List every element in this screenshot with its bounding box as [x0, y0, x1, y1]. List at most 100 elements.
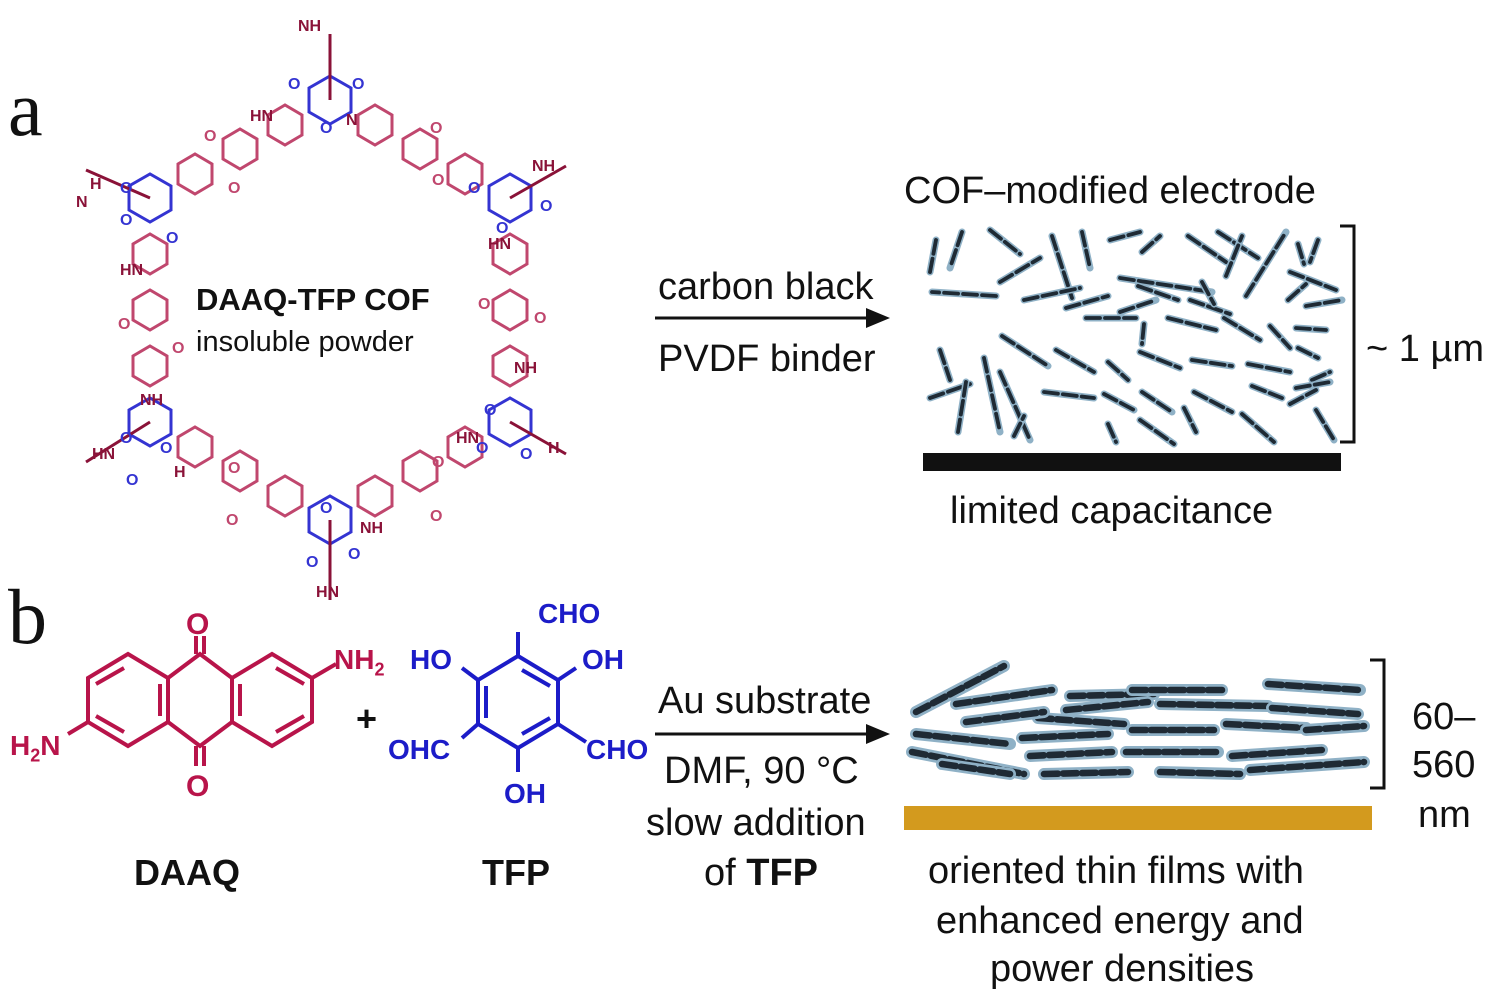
crystallite-a-17-core: [1064, 294, 1110, 310]
hex-atom-label-13: H: [548, 440, 560, 457]
tfp-node-6: [127, 172, 173, 224]
crystallite-b-22-core: [1156, 768, 1244, 778]
hex-atom-label-16: HN: [316, 584, 340, 601]
crystallite-a-41-core: [998, 370, 1032, 442]
au-substrate: [904, 806, 1372, 830]
daaq-linker-5-ring-3: [131, 232, 169, 276]
panel-b-letter: b: [8, 573, 47, 660]
crystallite-a-49-core: [1012, 414, 1026, 438]
tfp-cho-top: CHO: [538, 598, 601, 629]
crystallite-a-36-core: [1246, 362, 1292, 374]
daaq-linker-5-ring-1: [131, 344, 169, 388]
crystallite-a-22-core: [1286, 282, 1308, 302]
daaq-o-top: O: [186, 608, 210, 641]
daaq-linker-2-ring-1: [491, 232, 529, 276]
hex-atom-label-11: HN: [456, 430, 480, 447]
crystallite-a-31-core: [1000, 334, 1050, 368]
crystallite-a-44-core: [1102, 392, 1136, 412]
crystallite-b-21-core: [1040, 768, 1132, 778]
crystallite-a-33-core: [1106, 360, 1130, 382]
crystallite-a-52-core: [1182, 406, 1198, 434]
hex-atom-label-27: O: [520, 446, 533, 463]
hex-atom-label-7: HN: [120, 262, 144, 279]
crystallite-a-45-core: [1140, 390, 1174, 414]
crystallite-a-15-core: [1308, 238, 1320, 264]
crystallite-a-48-core: [1294, 380, 1332, 390]
hex-atom-label-37: O: [430, 120, 443, 137]
hex-atom-label-40: O: [534, 310, 547, 327]
cof-title: DAAQ-TFP COF: [196, 282, 430, 317]
crystallite-a-10-core: [1186, 234, 1228, 264]
crystallite-b-5-core: [1264, 680, 1364, 694]
crystallite-a-26-core: [1166, 316, 1218, 332]
crystallite-a-30-core: [938, 348, 952, 382]
daaq-linker-6-ring-1: [176, 152, 214, 196]
tfp-ohc-left: OHC: [388, 734, 451, 765]
crystallite-b-14-core: [1222, 720, 1310, 732]
crystallite-a-2-core: [948, 230, 964, 270]
hex-atom-label-17: O: [288, 76, 301, 93]
hex-atom-label-15: NH: [360, 520, 384, 537]
film-caption-1: oriented thin films with: [928, 850, 1304, 892]
hex-atom-label-36: O: [228, 180, 241, 197]
crystallite-a-6-core: [1050, 234, 1074, 300]
hex-atom-label-1: NH: [298, 18, 322, 35]
daaq-linker-2-ring-2: [491, 288, 529, 332]
crystallite-a-18-core: [1118, 276, 1214, 294]
thickness-b-label-1: 60–: [1412, 696, 1476, 738]
hex-atom-label-6: N: [76, 194, 88, 211]
hex-atom-label-2: HN: [250, 108, 274, 125]
daaq-linker-6-ring-2: [221, 127, 259, 171]
hex-atom-label-34: O: [320, 500, 333, 517]
thickness-b-label-3: nm: [1418, 794, 1471, 836]
crystallite-a-34-core: [1138, 350, 1182, 370]
crystallite-a-13-core: [1244, 230, 1288, 298]
crystallite-a-8-core: [1108, 230, 1142, 242]
crystallite-a-19-core: [1136, 284, 1180, 302]
arrow-b-top-label: Au substrate: [658, 680, 872, 722]
tfp-node-3: [487, 396, 533, 448]
tfp-name: TFP: [482, 852, 550, 893]
film-caption-3: power densities: [990, 948, 1255, 990]
hex-atom-label-28: O: [476, 440, 489, 457]
crystallite-a-3-core: [988, 228, 1022, 256]
crystallite-a-9-core: [1140, 234, 1162, 254]
crystallite-a-55-core: [1288, 388, 1318, 406]
crystallite-a-43-core: [1042, 390, 1096, 400]
crystallite-a-57-core: [1140, 322, 1146, 346]
terminal-stub-2: [509, 164, 567, 200]
crystallite-a-20-core: [1188, 298, 1232, 316]
crystallite-a-1-core: [928, 238, 938, 274]
hex-atom-label-23: O: [120, 180, 133, 197]
tfp-ho-left: HO: [410, 644, 452, 675]
crystallite-a-4-core: [998, 256, 1042, 284]
electrode-a-caption: limited capacitance: [950, 490, 1274, 532]
daaq-o-bottom: O: [186, 770, 210, 803]
crystallite-a-56-core: [1200, 280, 1216, 306]
crystallite-b-9-core: [1268, 704, 1362, 718]
daaq-linker-1-ring-1: [356, 103, 394, 147]
hex-atom-label-38: O: [432, 172, 445, 189]
hex-atom-label-18: O: [352, 76, 365, 93]
crystallite-b-1-core: [912, 662, 1008, 716]
crystallite-b-12-core: [1018, 730, 1112, 742]
film-caption-2: enhanced energy and: [936, 900, 1304, 942]
hex-atom-label-12: HN: [92, 446, 116, 463]
hex-atom-label-39: O: [478, 296, 491, 313]
crystallite-b-10-core: [912, 730, 1014, 748]
arrow-b-bottom-label-2: slow addition: [646, 802, 866, 844]
crystallite-a-29-core: [1294, 326, 1328, 332]
crystallite-a-42-core: [956, 380, 968, 434]
terminal-stub-6: [85, 168, 151, 200]
hex-atom-label-21: O: [540, 198, 553, 215]
hex-atom-label-10: NH: [140, 392, 164, 409]
crystallite-b-7-core: [1062, 698, 1152, 714]
crystallite-a-5-core: [930, 290, 998, 298]
daaq-h2n-left: H2N: [10, 730, 61, 766]
crystallite-a-37-core: [1296, 346, 1320, 360]
